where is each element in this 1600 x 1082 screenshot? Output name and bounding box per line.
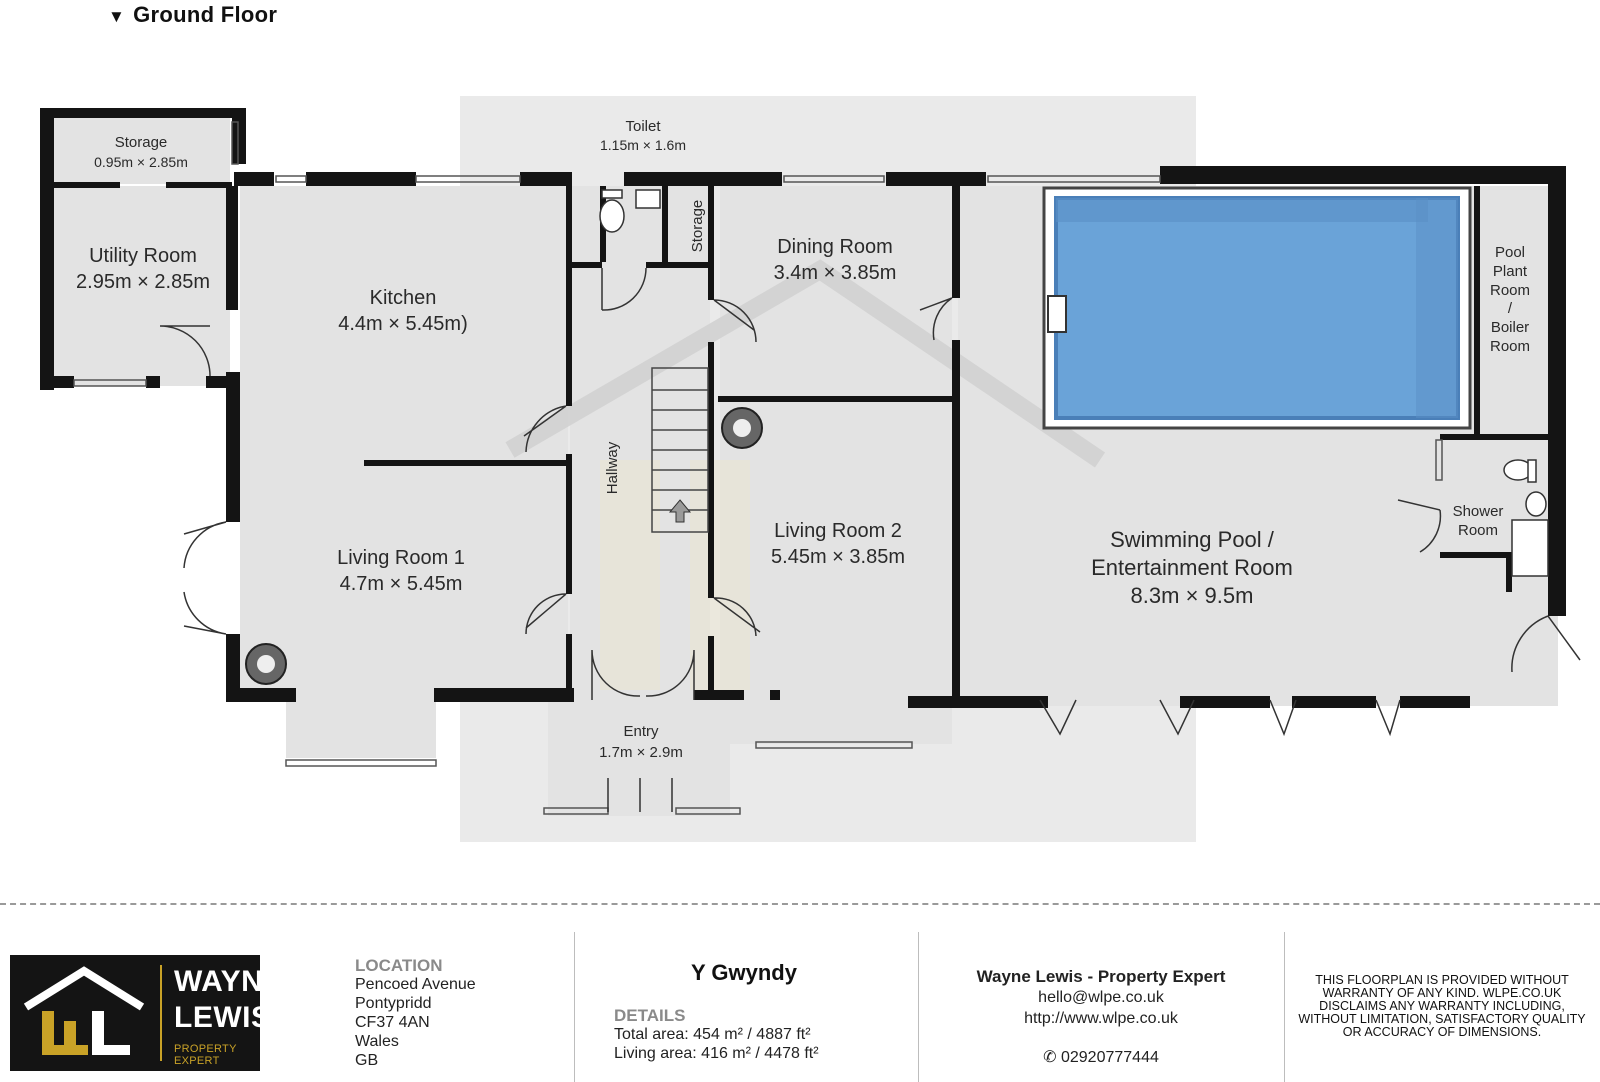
fireplace-icon-living2 (721, 407, 763, 449)
pool-plant-line: / (1508, 300, 1513, 317)
total-area: Total area: 454 m² / 4887 ft² (614, 1026, 811, 1043)
property-name: Y Gwyndy (691, 960, 797, 985)
toilet-dims: 1.15m × 1.6m (600, 137, 686, 153)
living-room-2-dims: 5.45m × 3.85m (771, 546, 905, 568)
dining-room-name: Dining Room (777, 236, 893, 258)
shower-sink-icon (1525, 491, 1547, 517)
pool-room-name-line1: Swimming Pool / (1110, 527, 1275, 552)
utility-room-dims: 2.95m × 2.85m (76, 271, 210, 293)
contact-block: Wayne Lewis - Property Expert hello@wlpe… (918, 966, 1284, 1068)
pool-plant-line: Plant (1493, 263, 1528, 280)
logo-text-line1: WAYNE (174, 965, 284, 998)
location-line: Wales (355, 1033, 399, 1050)
location-block: LOCATION Pencoed Avenue Pontypridd CF37 … (355, 956, 476, 1070)
footer-separator (918, 932, 919, 1082)
hallway-name: Hallway (604, 441, 621, 494)
location-label: LOCATION (355, 956, 443, 975)
watermark-house-icon (505, 259, 1106, 690)
footer-separator (1284, 932, 1285, 1082)
contact-name: Wayne Lewis - Property Expert (976, 967, 1226, 986)
footer-divider (0, 903, 1600, 905)
details-block: DETAILS Total area: 454 m² / 4887 ft² Li… (614, 1006, 819, 1063)
pool-plant-line: Room (1490, 338, 1530, 355)
stairs-up-arrow-icon (668, 499, 692, 523)
swimming-pool (1042, 186, 1472, 430)
pool-plant-line: Room (1490, 282, 1530, 299)
pool-plant-line: Pool (1495, 244, 1525, 261)
kitchen-dims: 4.4m × 5.45m) (338, 313, 468, 335)
dining-room-dims: 3.4m × 3.85m (774, 262, 897, 284)
collapse-triangle-icon[interactable]: ▼ (108, 7, 126, 26)
footer-separator (574, 932, 575, 1082)
pool-plant-line: Boiler (1491, 319, 1529, 336)
floor-plan: Storage 0.95m × 2.85m Utility Room 2.95m… (40, 96, 1581, 842)
shower-toilet-icon (1503, 459, 1537, 483)
logo-divider (160, 965, 162, 1061)
sink-icon (635, 189, 661, 209)
living-area: Living area: 416 m² / 4478 ft² (614, 1045, 819, 1062)
disclaimer: THIS FLOORPLAN IS PROVIDED WITHOUT WARRA… (1298, 973, 1586, 1039)
entry-name: Entry (623, 723, 659, 740)
pool-room-dims: 8.3m × 9.5m (1131, 583, 1254, 608)
kitchen-name: Kitchen (370, 287, 437, 309)
pool-plant-room-label: Pool Plant Room / Boiler Room (1490, 244, 1530, 355)
entry-dims: 1.7m × 2.9m (599, 744, 683, 761)
storage-top-dims: 0.95m × 2.85m (94, 154, 188, 170)
toilet-icon (599, 189, 625, 233)
doors (159, 267, 1581, 812)
location-line: Pencoed Avenue (355, 976, 476, 993)
contact-email[interactable]: hello@wlpe.co.uk (1038, 989, 1164, 1006)
living-room-2-name: Living Room 2 (774, 520, 902, 542)
living-room-1-name: Living Room 1 (337, 547, 465, 569)
utility-room-name: Utility Room (89, 245, 197, 267)
floor-title: ▼ Ground Floor (108, 2, 277, 28)
windows (73, 121, 1443, 815)
logo-text-line2: LEWIS (174, 1001, 272, 1034)
brand-logo: WAYNE LEWIS PROPERTY EXPERT (10, 955, 283, 1071)
location-line: CF37 4AN (355, 1014, 430, 1031)
staircase (651, 367, 709, 533)
phone-icon: ✆ (1043, 1049, 1057, 1066)
shower-tray-icon (1511, 519, 1549, 577)
toilet-name: Toilet (625, 118, 661, 135)
small-storage-name: Storage (689, 200, 706, 253)
floor-title-text: Ground Floor (133, 2, 278, 27)
pool-room-name-line2: Entertainment Room (1091, 555, 1293, 580)
house-logo-icon (23, 966, 145, 1055)
contact-website[interactable]: http://www.wlpe.co.uk (1024, 1010, 1178, 1027)
storage-top-name: Storage (115, 134, 168, 151)
contact-phone-row[interactable]: ✆ 02920777444 (918, 1047, 1284, 1068)
shower-room-line: Room (1458, 522, 1498, 539)
fireplace-icon-living1 (245, 643, 287, 685)
walls (40, 108, 1566, 708)
contact-phone: 02920777444 (1060, 1049, 1159, 1066)
location-line: Pontypridd (355, 995, 432, 1012)
shower-room-line: Shower (1453, 503, 1504, 520)
logo-tagline: PROPERTY EXPERT (174, 1043, 237, 1067)
living-room-1-dims: 4.7m × 5.45m (340, 573, 463, 595)
footer: WAYNE LEWIS PROPERTY EXPERT LOCATION Pen… (0, 930, 1600, 1082)
location-line: GB (355, 1052, 379, 1069)
details-label: DETAILS (614, 1006, 686, 1025)
